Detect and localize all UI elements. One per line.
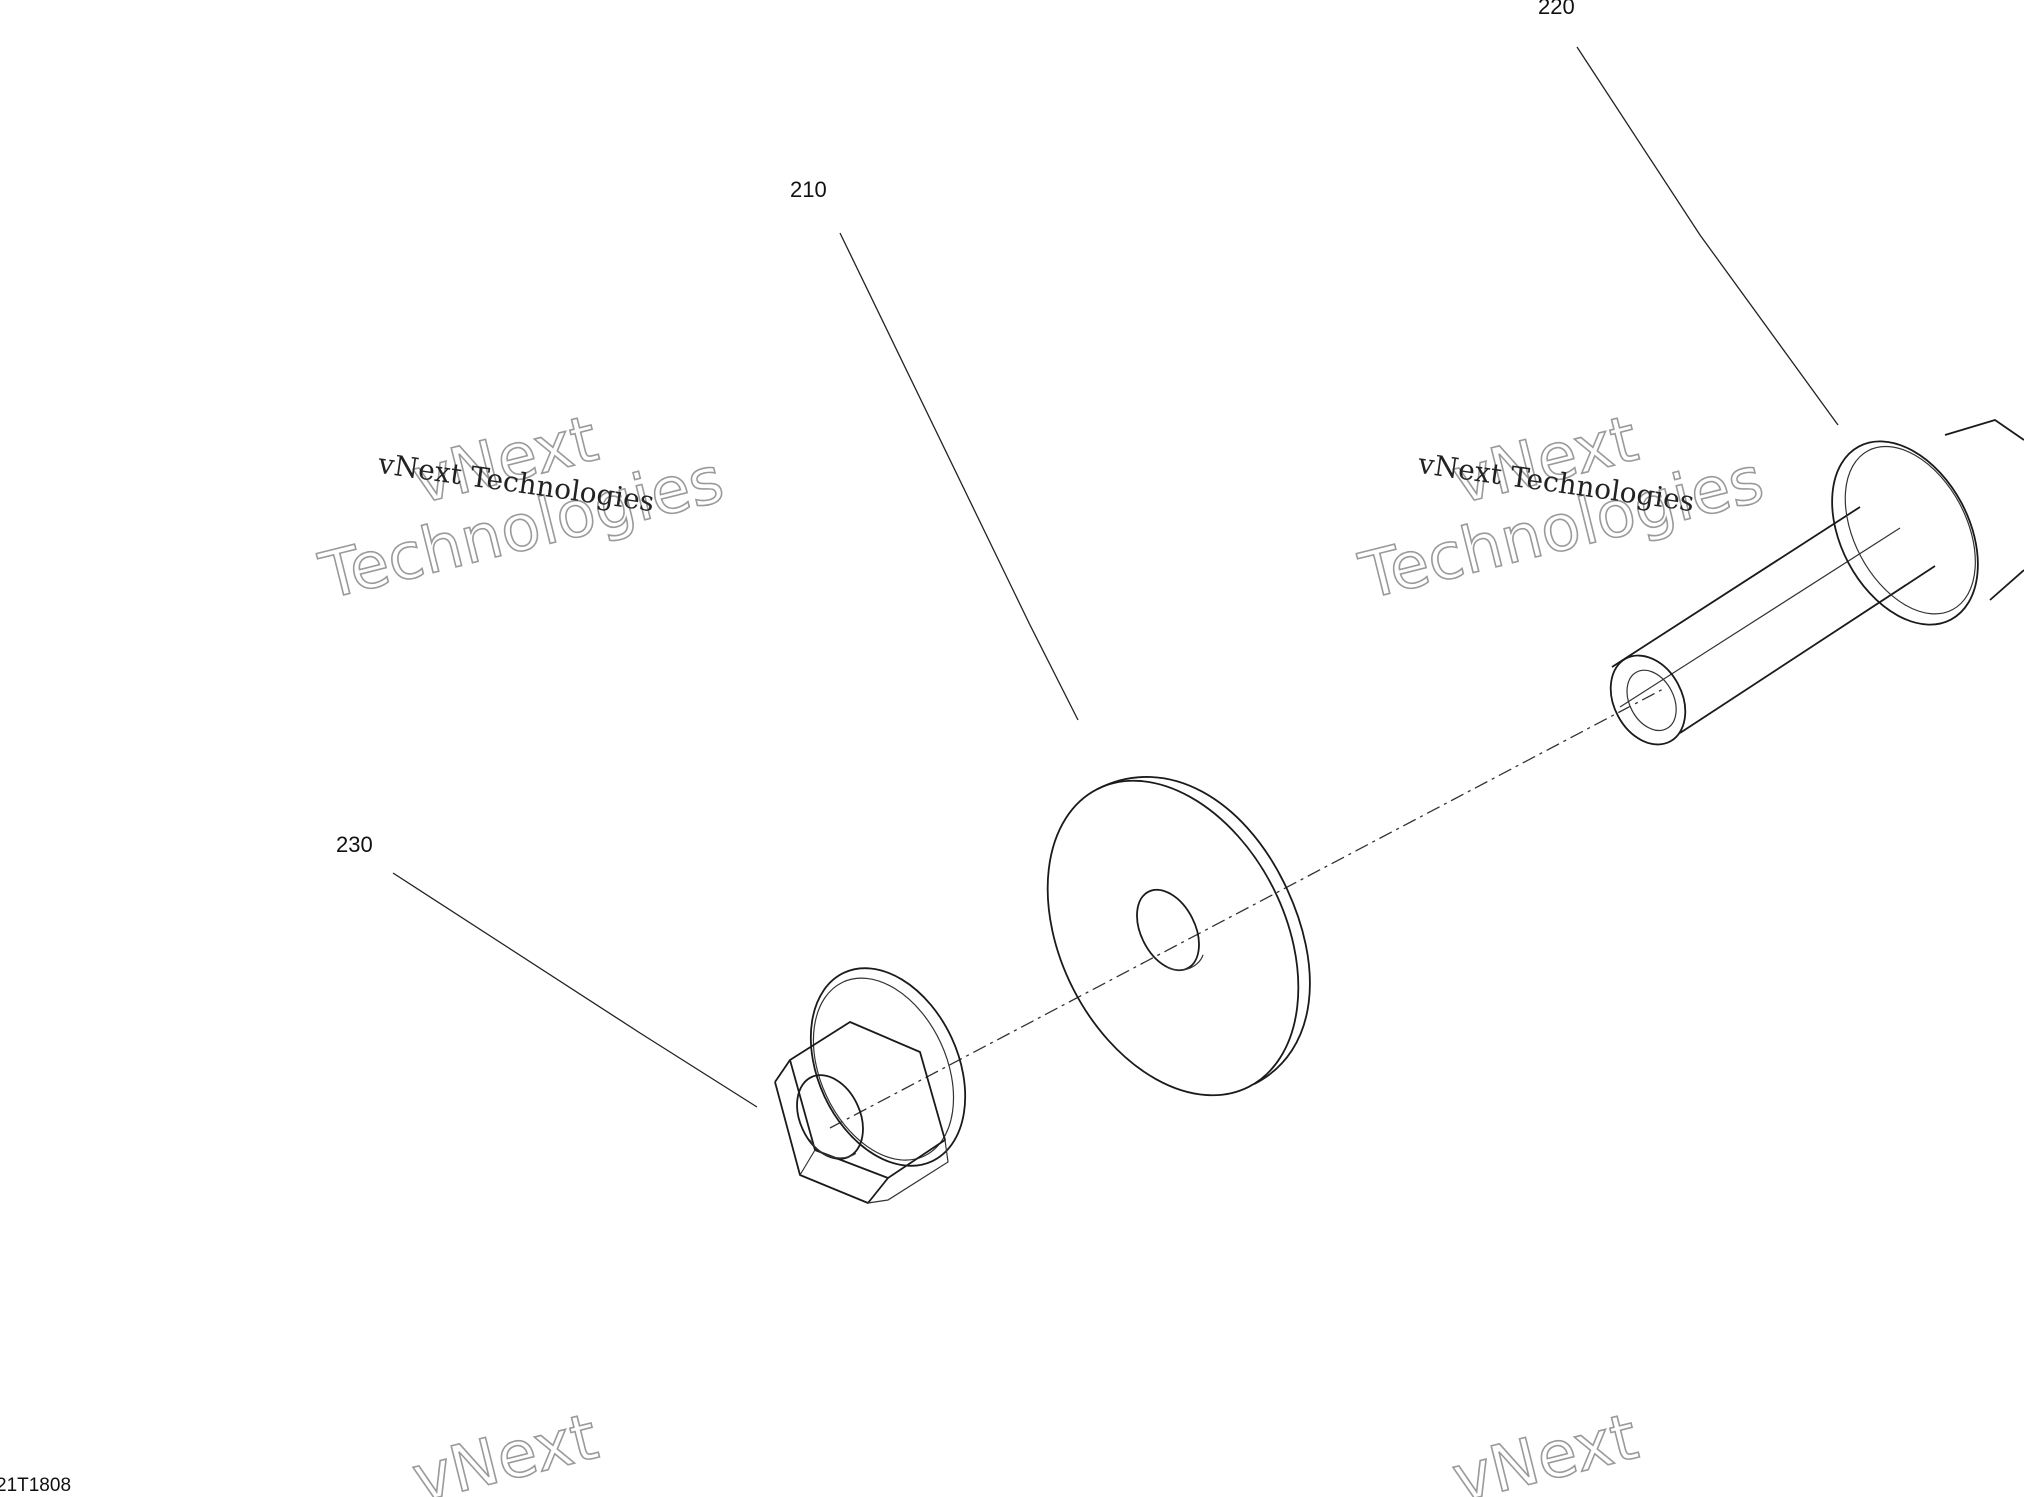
flange-bolt-220 [1609,419,2024,746]
washer-210 [1046,776,1311,1097]
watermark-bottom-right: vNext [1445,1399,1646,1497]
watermark-right: vNext Technologies vNext Technologies [1352,401,1771,615]
watermark-bottom-left: vNext [405,1399,606,1497]
callout-230: 230 [336,832,373,857]
assembly-axis [829,687,1666,1129]
leader-line-210 [839,232,1079,721]
callout-210: 210 [790,177,827,202]
watermark-outline-top: vNext [1446,1400,1645,1497]
flange-nut-230 [774,967,967,1204]
leader-line-230 [392,872,758,1108]
callout-220: 220 [1538,0,1575,19]
watermark-outline-top: vNext [406,1400,605,1497]
leader-line-220 [1576,46,1839,426]
drawing-id: 21T1808 [0,1475,71,1496]
watermark-left: vNext Technologies vNext Technologies [312,401,731,615]
